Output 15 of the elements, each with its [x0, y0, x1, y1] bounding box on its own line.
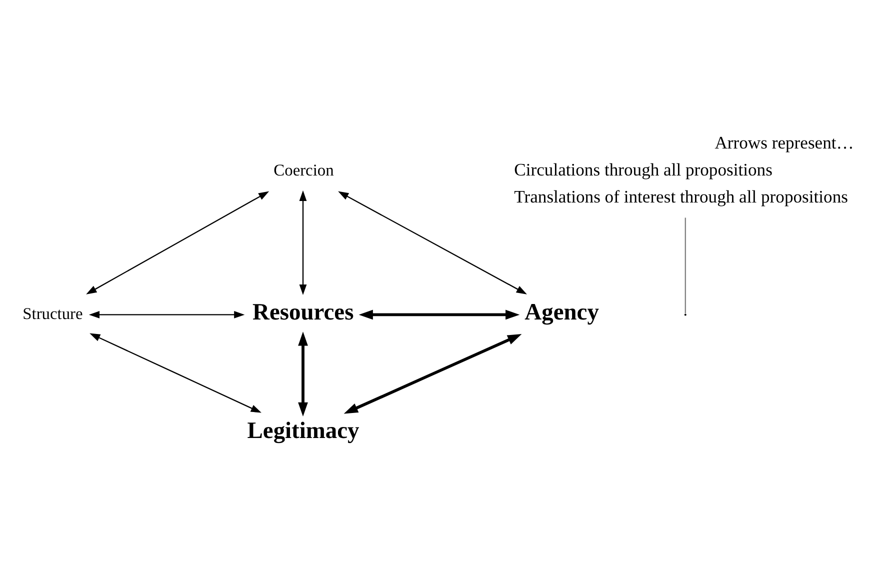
arrow [88, 310, 245, 318]
node-text: Coercion [274, 160, 334, 179]
node-text: Legitimacy [247, 417, 360, 444]
arrow [299, 190, 307, 295]
node-text: Arrows represent… Circulations through all propositions Translations of interest through all propositions [514, 132, 854, 206]
node-text: Resources [252, 298, 354, 325]
node-text: Agency [524, 298, 599, 325]
arrow [358, 309, 520, 320]
connector [684, 217, 686, 313]
arrow [90, 332, 262, 412]
node-text: Structure [22, 304, 83, 323]
arrow [298, 331, 308, 416]
arrow [344, 334, 522, 414]
arrow [338, 190, 527, 294]
arrow [86, 190, 270, 294]
